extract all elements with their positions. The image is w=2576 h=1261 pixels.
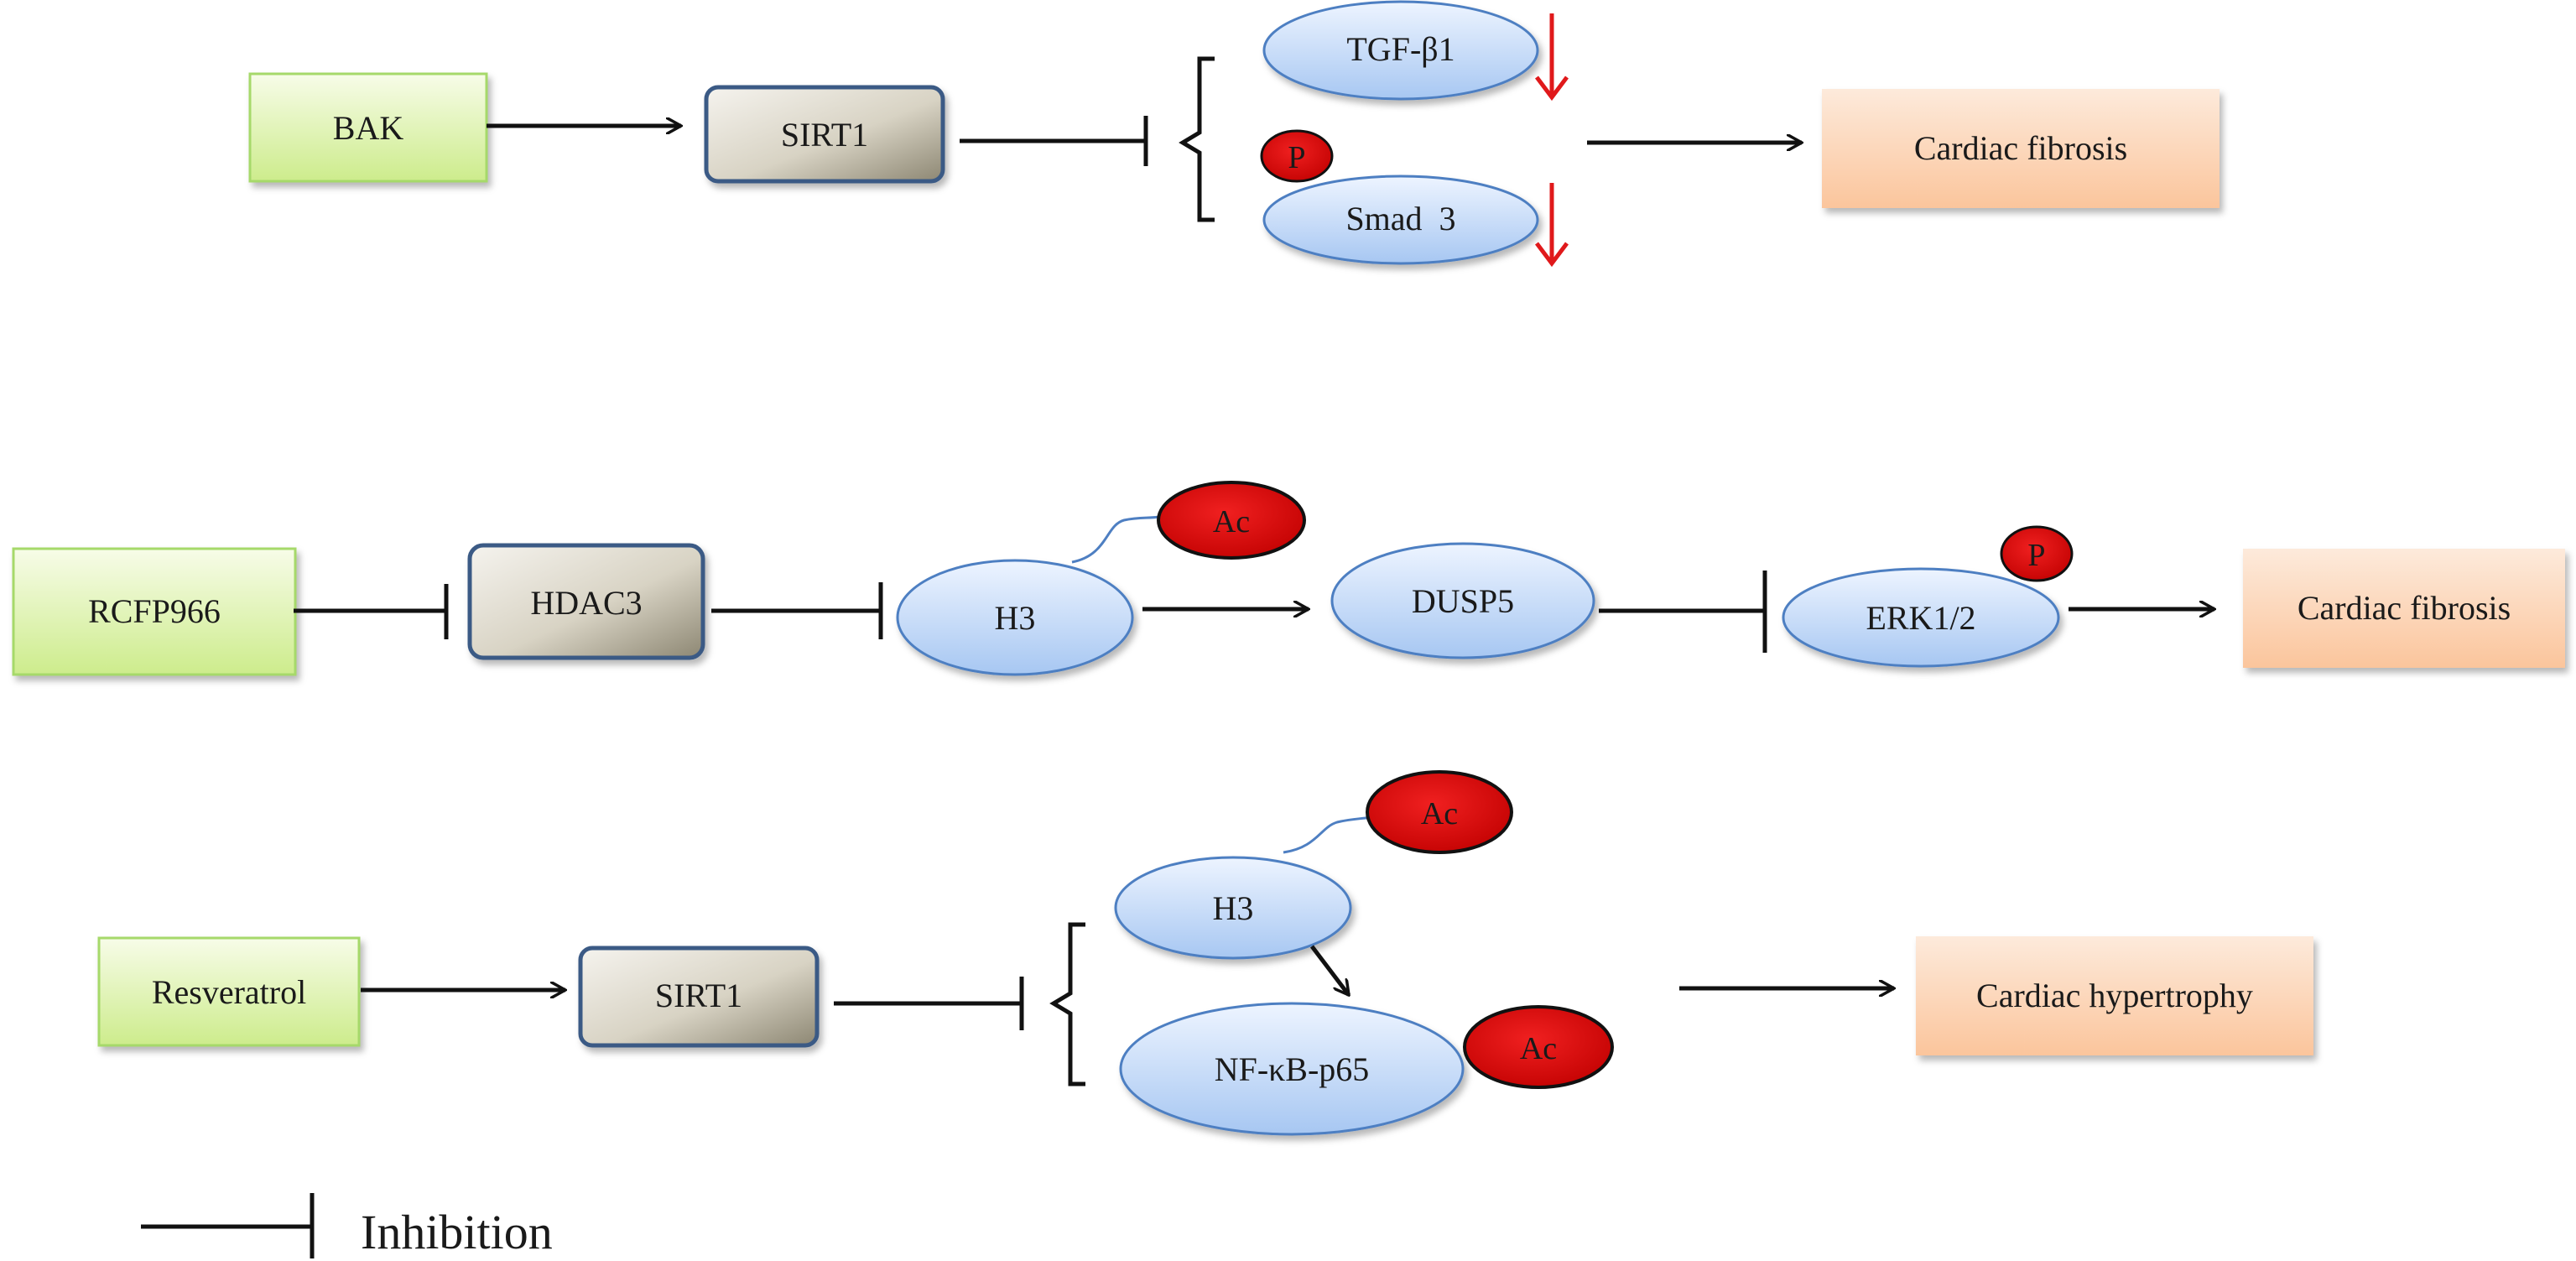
cardiac-fibrosis-node-row2: Cardiac fibrosis: [2243, 549, 2565, 668]
bak-label: BAK: [333, 109, 404, 147]
acetyl-badge-row2: Ac: [1157, 481, 1306, 560]
h3-node-row2: H3: [896, 559, 1134, 676]
inhibition-sirt1-row1: [960, 116, 1148, 166]
inhibition-dusp5-to-erk: [1599, 571, 1767, 653]
inhibition-rcfp-to-hdac3: [294, 584, 449, 639]
ac-label-h3-row3: Ac: [1421, 796, 1458, 831]
h3-node-row3: H3: [1114, 856, 1352, 960]
nfkb-p65-label: NF-κB-p65: [1215, 1050, 1370, 1088]
tgf-beta1-node: TGF-β1: [1262, 0, 1539, 101]
p-label-row1: P: [1288, 140, 1305, 175]
nfkb-p65-node: NF-κB-p65: [1119, 1002, 1465, 1136]
outcome-label-row2: Cardiac fibrosis: [2298, 589, 2511, 627]
legend-inhibition: Inhibition: [141, 1193, 553, 1259]
acetyl-badge-nfkb: Ac: [1463, 1005, 1614, 1089]
phospho-badge-row1: P: [1260, 129, 1334, 183]
outcome-label-row1: Cardiac fibrosis: [1914, 129, 2127, 167]
sirt1-label-row3: SIRT1: [655, 977, 742, 1014]
sirt1-label: SIRT1: [781, 116, 868, 154]
outcome-label-row3: Cardiac hypertrophy: [1976, 977, 2253, 1014]
inhibition-hdac3-to-h3: [711, 582, 883, 639]
dusp5-label: DUSP5: [1412, 582, 1514, 620]
ac-tether-row2: [1071, 515, 1160, 564]
down-arrow-tgf: [1535, 13, 1569, 102]
ac-label-nfkb: Ac: [1520, 1031, 1557, 1066]
resveratrol-label: Resveratrol: [152, 973, 306, 1011]
row1-bak-node: BAK: [248, 72, 488, 183]
rcfp966-label: RCFP966: [88, 592, 221, 630]
h3-label-row2: H3: [995, 599, 1036, 637]
acetyl-badge-h3-row3: Ac: [1366, 770, 1513, 854]
tgf-beta1-label: TGF-β1: [1346, 30, 1455, 68]
down-arrow-smad3: [1535, 183, 1569, 268]
row3-sirt1-node: SIRT1: [578, 946, 820, 1048]
smad3-label: Smad 3: [1345, 200, 1455, 237]
erk12-node: ERK1/2: [1782, 567, 2060, 668]
legend-inhibition-label: Inhibition: [361, 1205, 553, 1259]
hdac3-label: HDAC3: [530, 584, 642, 622]
hdac3-node: HDAC3: [467, 543, 705, 660]
bracket-row3: [1049, 922, 1085, 1086]
dusp5-node: DUSP5: [1330, 542, 1595, 659]
phospho-badge-row2: P: [2000, 525, 2074, 582]
p-label-row2: P: [2027, 538, 2045, 573]
rcfp966-node: RCFP966: [12, 547, 297, 676]
ac-tether-row3: [1283, 815, 1373, 854]
bracket-row1: [1179, 56, 1215, 222]
ac-label-row2: Ac: [1213, 504, 1250, 539]
row1-sirt1-node: SIRT1: [704, 85, 945, 184]
arrow-h3-to-nfkb: [1310, 945, 1349, 995]
resveratrol-node: Resveratrol: [97, 936, 361, 1047]
smad3-node: Smad 3: [1262, 175, 1539, 265]
inhibition-sirt1-row3: [834, 977, 1024, 1030]
cardiac-fibrosis-node-row1: Cardiac fibrosis: [1822, 89, 2220, 208]
erk12-label: ERK1/2: [1866, 599, 1975, 637]
h3-label-row3: H3: [1213, 889, 1254, 927]
cardiac-hypertrophy-node: Cardiac hypertrophy: [1916, 936, 2313, 1055]
